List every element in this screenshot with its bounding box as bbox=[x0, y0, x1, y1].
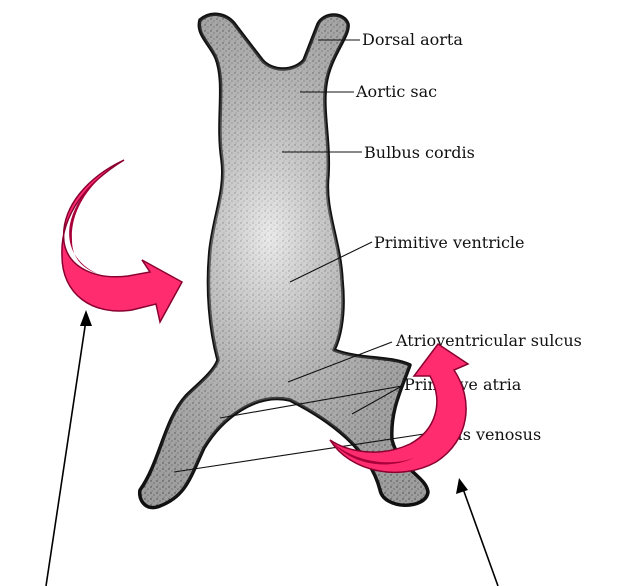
label-primitive-ventricle: Primitive ventricle bbox=[374, 233, 525, 252]
label-aortic-sac: Aortic sac bbox=[355, 82, 437, 101]
label-bulbus-cordis: Bulbus cordis bbox=[364, 143, 475, 162]
pointer-line-right bbox=[462, 486, 498, 586]
pointer-line-left bbox=[46, 320, 86, 586]
curved-arrow-left-icon bbox=[62, 160, 182, 322]
curved-arrow-left-body bbox=[62, 160, 182, 322]
pointer-head-right bbox=[456, 478, 468, 494]
pointer-head-left bbox=[80, 310, 92, 326]
label-atrioventricular-sulcus: Atrioventricular sulcus bbox=[395, 331, 582, 350]
label-dorsal-aorta: Dorsal aorta bbox=[362, 30, 463, 49]
